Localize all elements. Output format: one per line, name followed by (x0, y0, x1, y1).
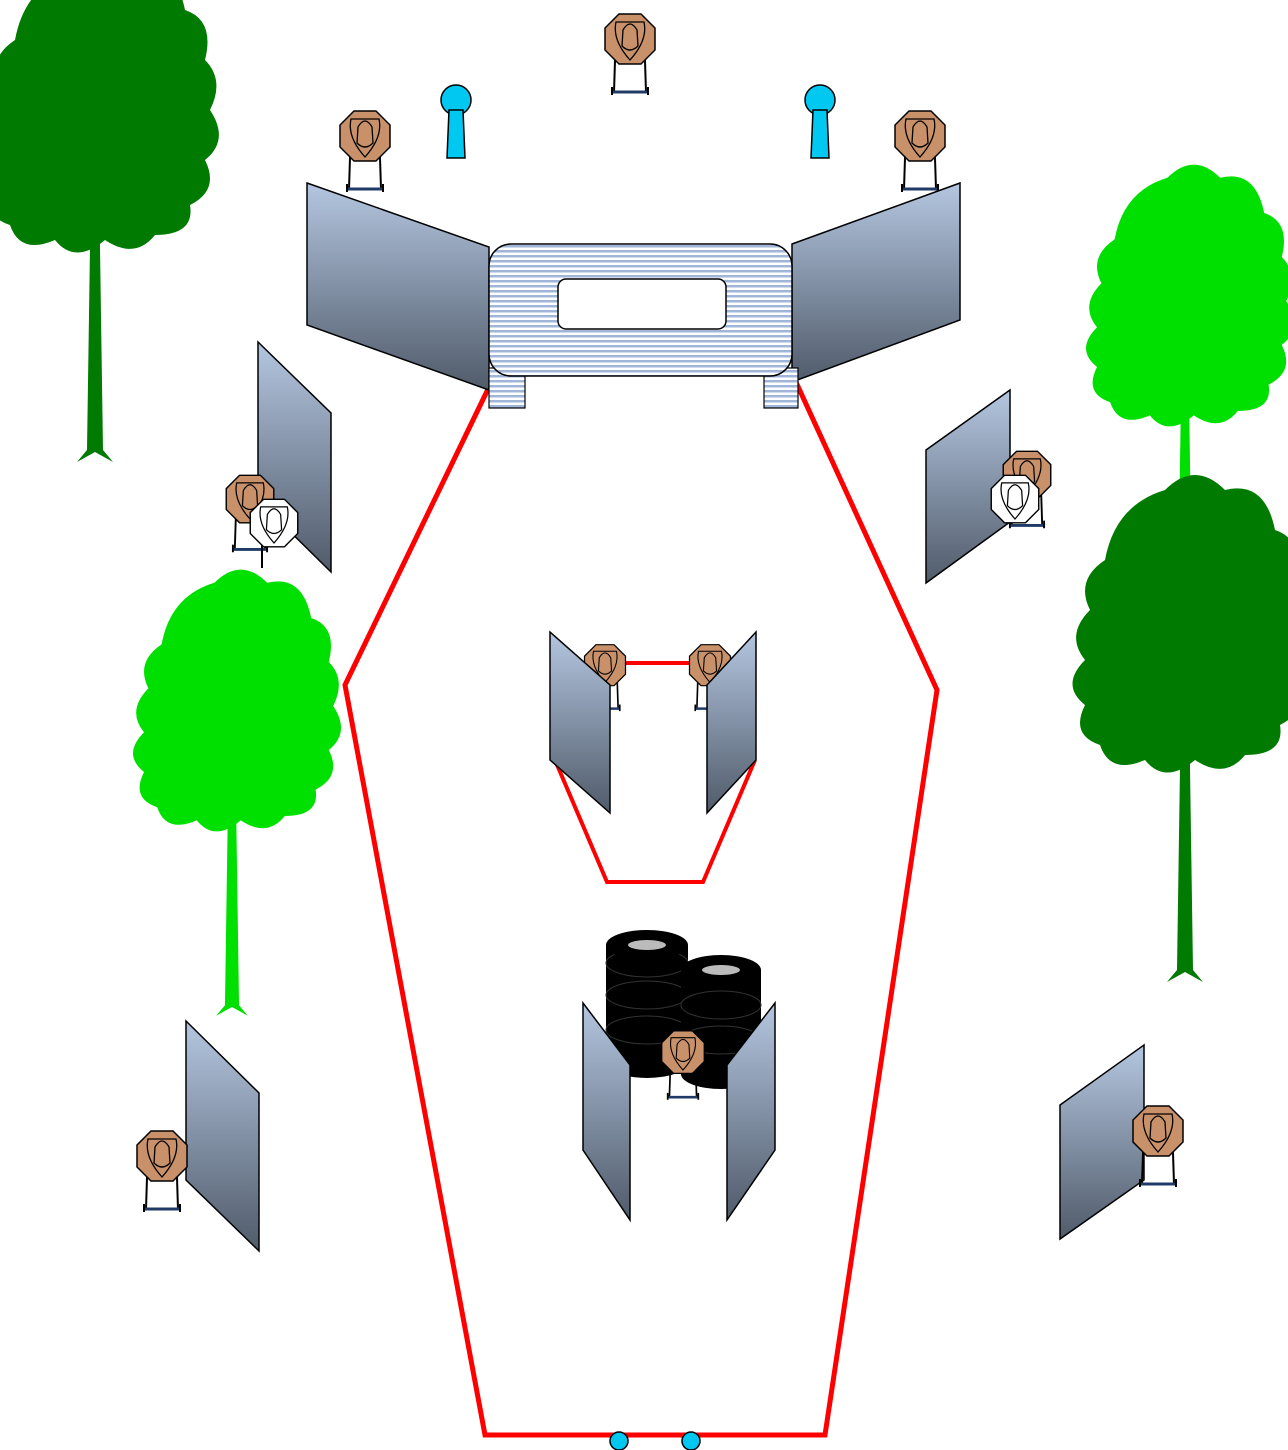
wall-panel-top-right (791, 181, 961, 384)
tree-light-left (133, 569, 342, 1016)
no-shoot-target-mid-right (990, 474, 1040, 524)
paper-target-top-center (603, 12, 657, 97)
steel-popper-right (804, 84, 836, 159)
steel-popper-left (440, 84, 472, 159)
start-marker-left (609, 1431, 629, 1450)
no-shoot-target-mid-left (249, 498, 299, 568)
tire-stack-left (605, 930, 689, 1078)
fault-line-outer (342, 378, 940, 1438)
tree-dark-right (1072, 475, 1288, 982)
wall-panel-lower-left (582, 1000, 631, 1223)
fault-line-inner (553, 759, 757, 884)
start-marker-right (681, 1431, 701, 1450)
wall-panel-bottom-right (1059, 1043, 1145, 1241)
barricade-main (306, 181, 961, 409)
paper-target-tire-center (660, 1029, 706, 1102)
paper-target-top-left (338, 109, 392, 194)
barricade-window (557, 278, 727, 330)
paper-target-top-right (893, 109, 947, 194)
wall-panel-center-right (706, 630, 757, 815)
paper-target-bottom-left (135, 1129, 189, 1214)
wall-panel-center-left (549, 630, 611, 815)
wall-panel-bottom-left (185, 1019, 260, 1253)
wall-panel-lower-right (726, 1000, 776, 1223)
wall-panel-top-left (306, 181, 490, 392)
tree-dark-top-left (0, 0, 219, 462)
